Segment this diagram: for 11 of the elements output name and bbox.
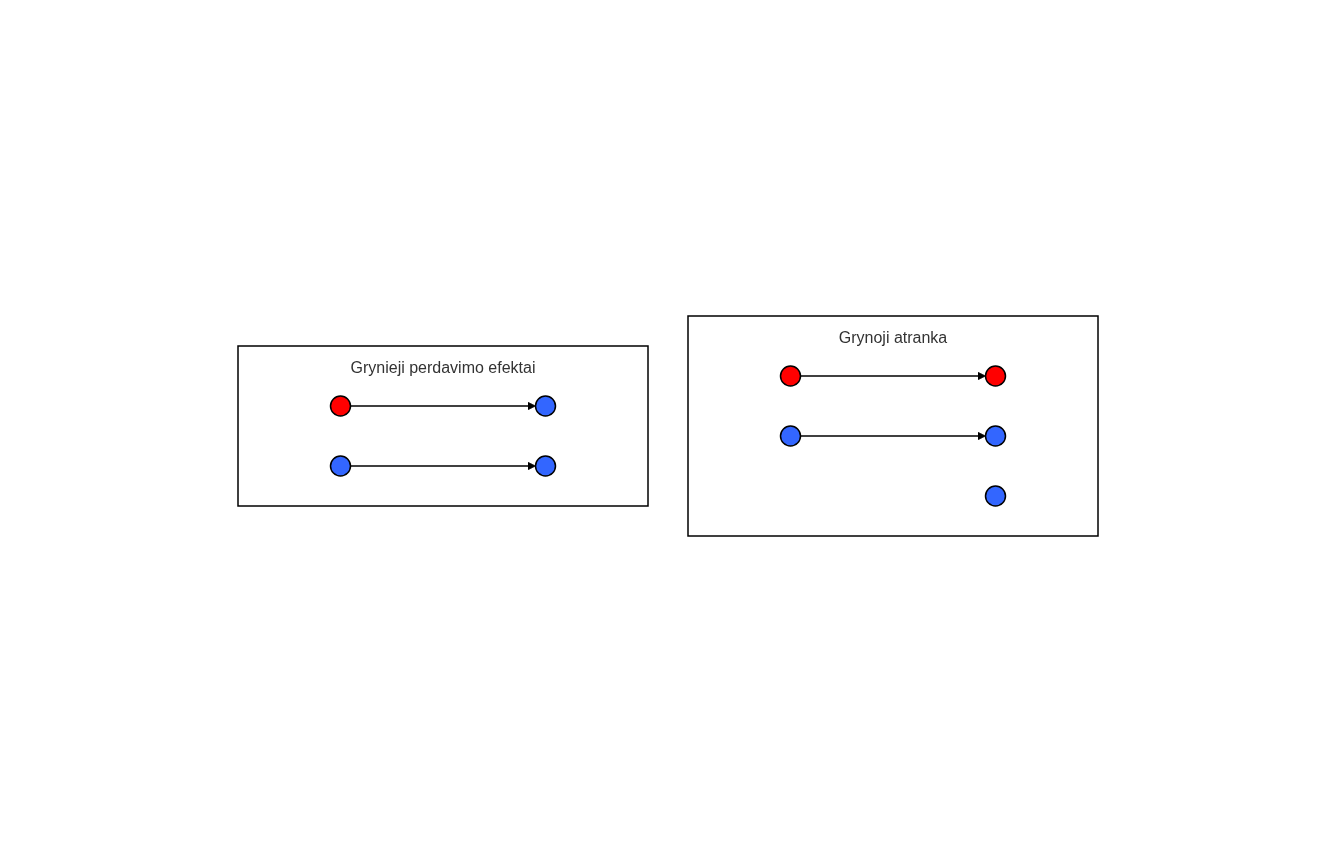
cluster: Grynieji perdavimo efektai	[236, 344, 649, 507]
node-circle	[779, 364, 801, 387]
node-circle	[984, 484, 1006, 507]
node-circle	[984, 364, 1006, 387]
node-circle	[329, 394, 351, 417]
node-circle	[534, 454, 556, 477]
node-circle	[329, 454, 351, 477]
node-circle	[984, 424, 1006, 447]
node-circle	[779, 424, 801, 447]
node-circle	[534, 394, 556, 417]
cluster: Grynoji atranka	[686, 314, 1099, 537]
